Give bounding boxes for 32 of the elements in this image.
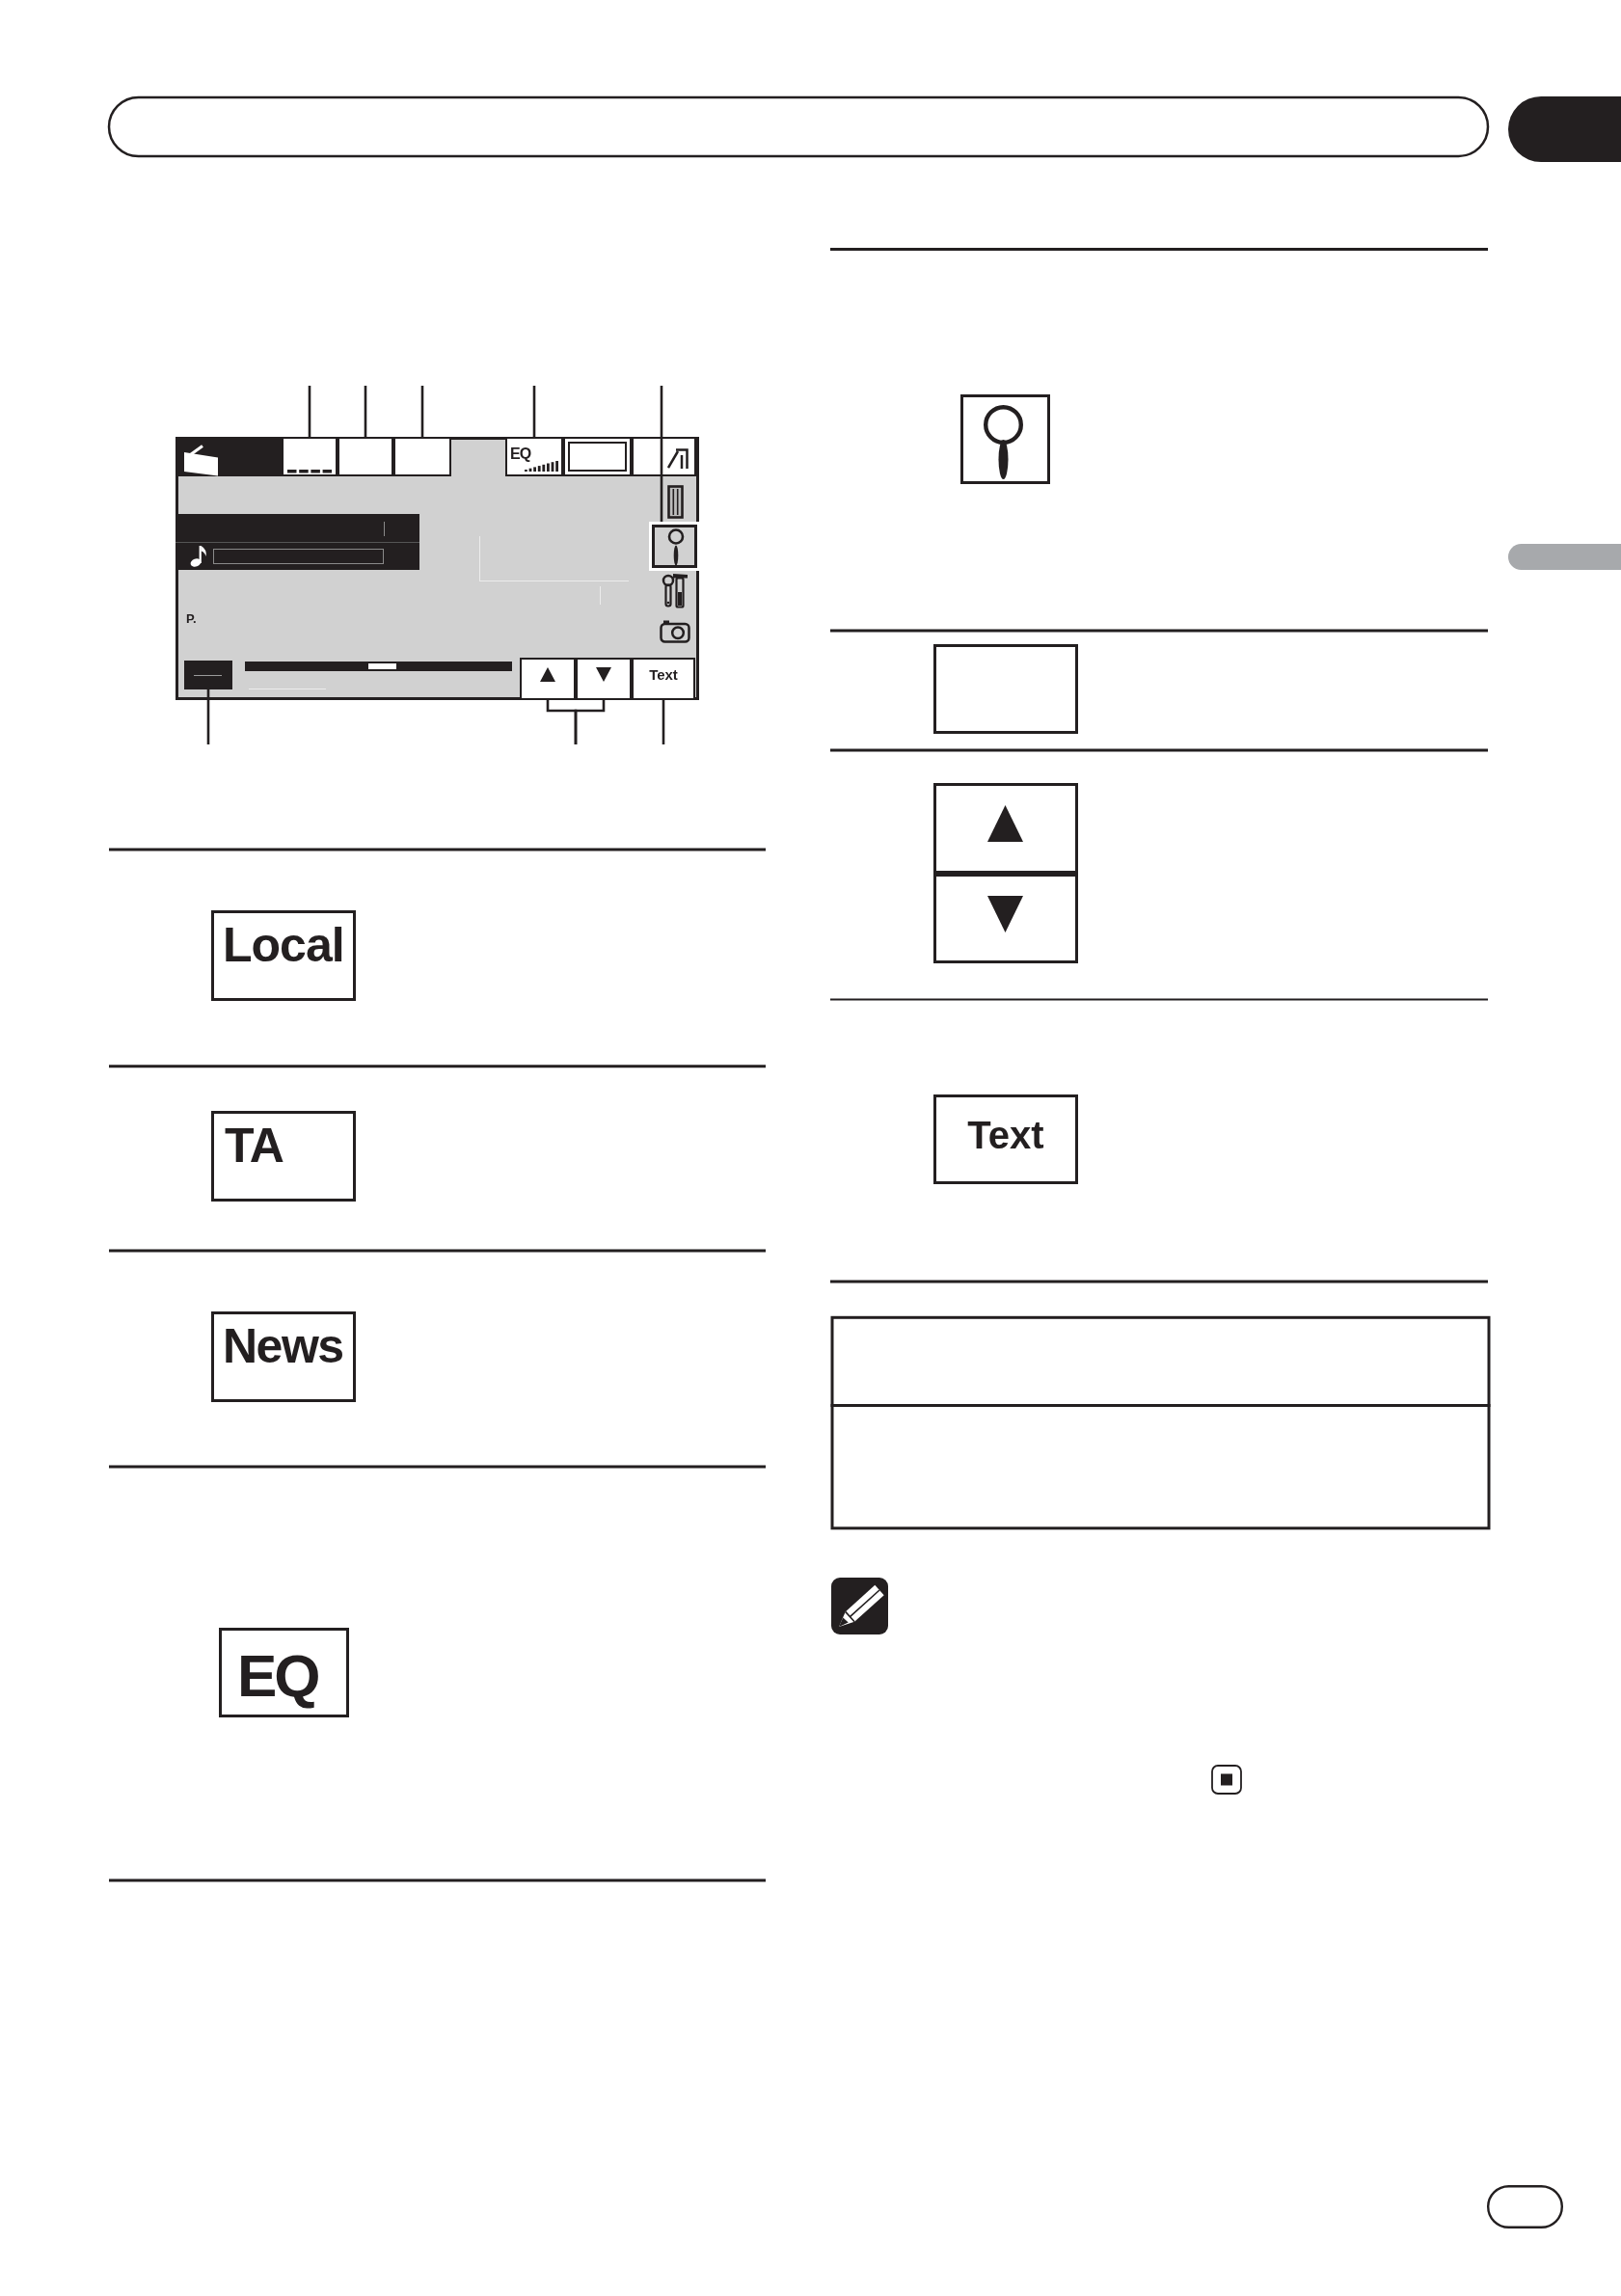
key-button: Local: [211, 910, 356, 1001]
key-button: News: [211, 1311, 356, 1402]
up-button: [520, 658, 576, 700]
side-tab: [1508, 544, 1621, 570]
screen-button: [184, 661, 232, 689]
screen-button: Text: [632, 658, 695, 700]
screen-button: [282, 437, 338, 476]
key-button: [933, 644, 1078, 734]
screen-button: [393, 437, 451, 476]
leader-line: [308, 386, 311, 437]
screen-button: [563, 437, 632, 476]
section-tab: [1508, 96, 1621, 162]
leader-line: [420, 386, 424, 437]
key-button: Text: [933, 1094, 1078, 1184]
screen-button: [632, 437, 696, 476]
leader-line: [574, 700, 606, 744]
leader-line: [364, 386, 367, 437]
leader-line: [206, 689, 210, 744]
up-button: [933, 783, 1078, 874]
search-button: [960, 394, 1050, 484]
down-button: [576, 658, 632, 700]
screen-button: EQ: [505, 437, 563, 476]
display-text: P.: [186, 611, 197, 627]
down-button: [933, 874, 1078, 963]
leader-line: [662, 700, 665, 744]
search-button: [649, 522, 700, 571]
leader-line: [660, 386, 663, 522]
display-screen: [176, 437, 699, 700]
leader-line: [532, 386, 536, 437]
key-button: EQ: [219, 1628, 349, 1717]
screen-button: [338, 437, 393, 476]
key-button: TA: [211, 1111, 356, 1202]
